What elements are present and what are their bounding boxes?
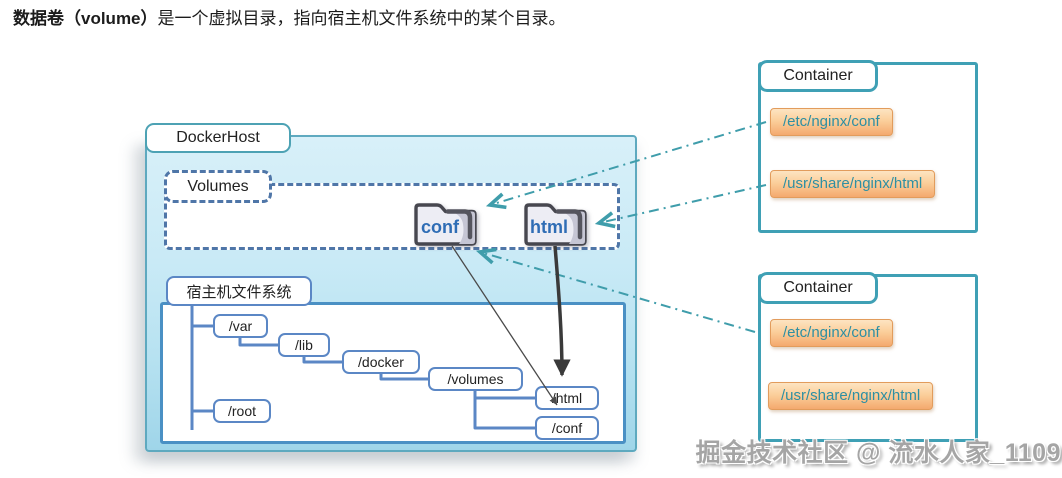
container-1-label: Container (758, 60, 878, 92)
fs-node-root: /root (213, 399, 271, 423)
fs-node-volumes: /volumes (428, 367, 523, 391)
container-2-mount-conf: /etc/nginx/conf (770, 319, 893, 347)
title-bold-segment: 数据卷（volume） (13, 9, 158, 28)
docker-host-label: DockerHost (145, 123, 291, 153)
container-1-mount-html: /usr/share/nginx/html (770, 170, 936, 198)
fs-node-lib: /lib (278, 333, 330, 357)
folder-icon: html (524, 203, 587, 246)
fs-node-var: /var (213, 314, 268, 338)
fs-node-conf: /conf (535, 416, 599, 440)
conf-volume-folder: conf (412, 198, 482, 248)
fs-node-html: /html (535, 386, 599, 410)
fs-node-docker: /docker (342, 350, 420, 374)
html-volume-folder: html (522, 198, 592, 248)
html-folder-label: html (530, 217, 568, 237)
host-filesystem-label: 宿主机文件系统 (166, 276, 312, 306)
watermark: 掘金技术社区 @ 流水人家_1109 (695, 439, 1061, 467)
page-title: 数据卷（volume）是一个虚拟目录，指向宿主机文件系统中的某个目录。 (13, 7, 566, 31)
volumes-label: Volumes (164, 170, 272, 203)
container-1-mount-conf: /etc/nginx/conf (770, 108, 893, 136)
conf-folder-label: conf (421, 217, 460, 237)
container-2-label: Container (758, 272, 878, 304)
title-rest-segment: 是一个虚拟目录，指向宿主机文件系统中的某个目录。 (157, 9, 566, 28)
container-2-mount-html: /usr/share/nginx/html (768, 382, 934, 410)
folder-icon: conf (414, 203, 477, 246)
